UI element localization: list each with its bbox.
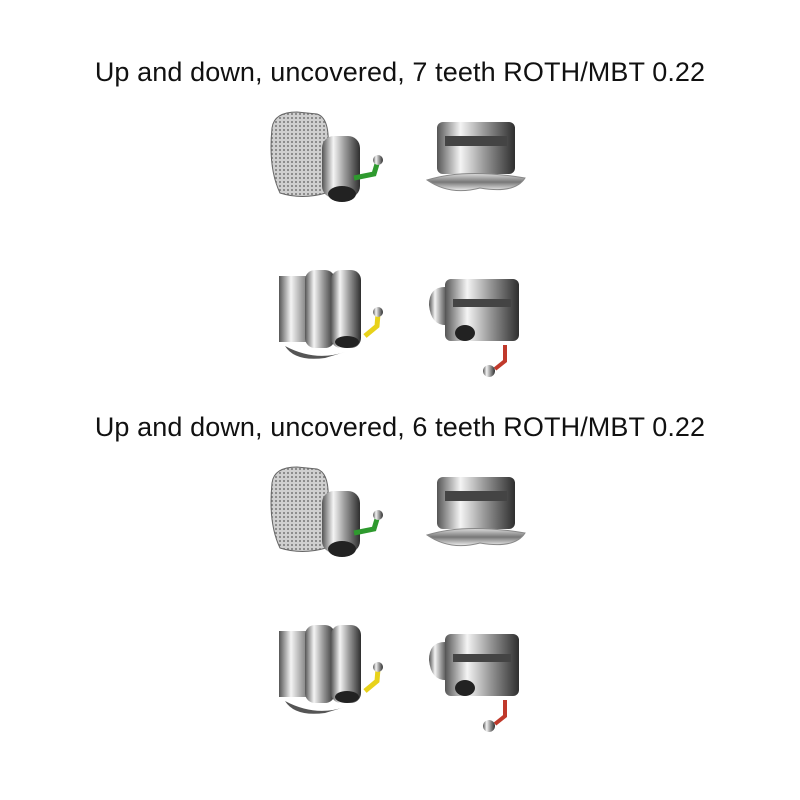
- tube-bracket-red: [429, 279, 519, 377]
- tube-bracket-red: [429, 634, 519, 732]
- mesh-base-tube-green: [270, 466, 383, 557]
- pad-base-bracket: [425, 122, 526, 192]
- group-title-7-teeth: Up and down, uncovered, 7 teeth ROTH/MBT…: [94, 57, 706, 87]
- mesh-base-tube-green: [270, 111, 383, 202]
- double-tube-yellow: [279, 625, 383, 714]
- group-title-6-teeth: Up and down, uncovered, 6 teeth ROTH/MBT…: [94, 412, 706, 442]
- pad-base-bracket: [425, 477, 526, 547]
- double-tube-yellow: [279, 270, 383, 359]
